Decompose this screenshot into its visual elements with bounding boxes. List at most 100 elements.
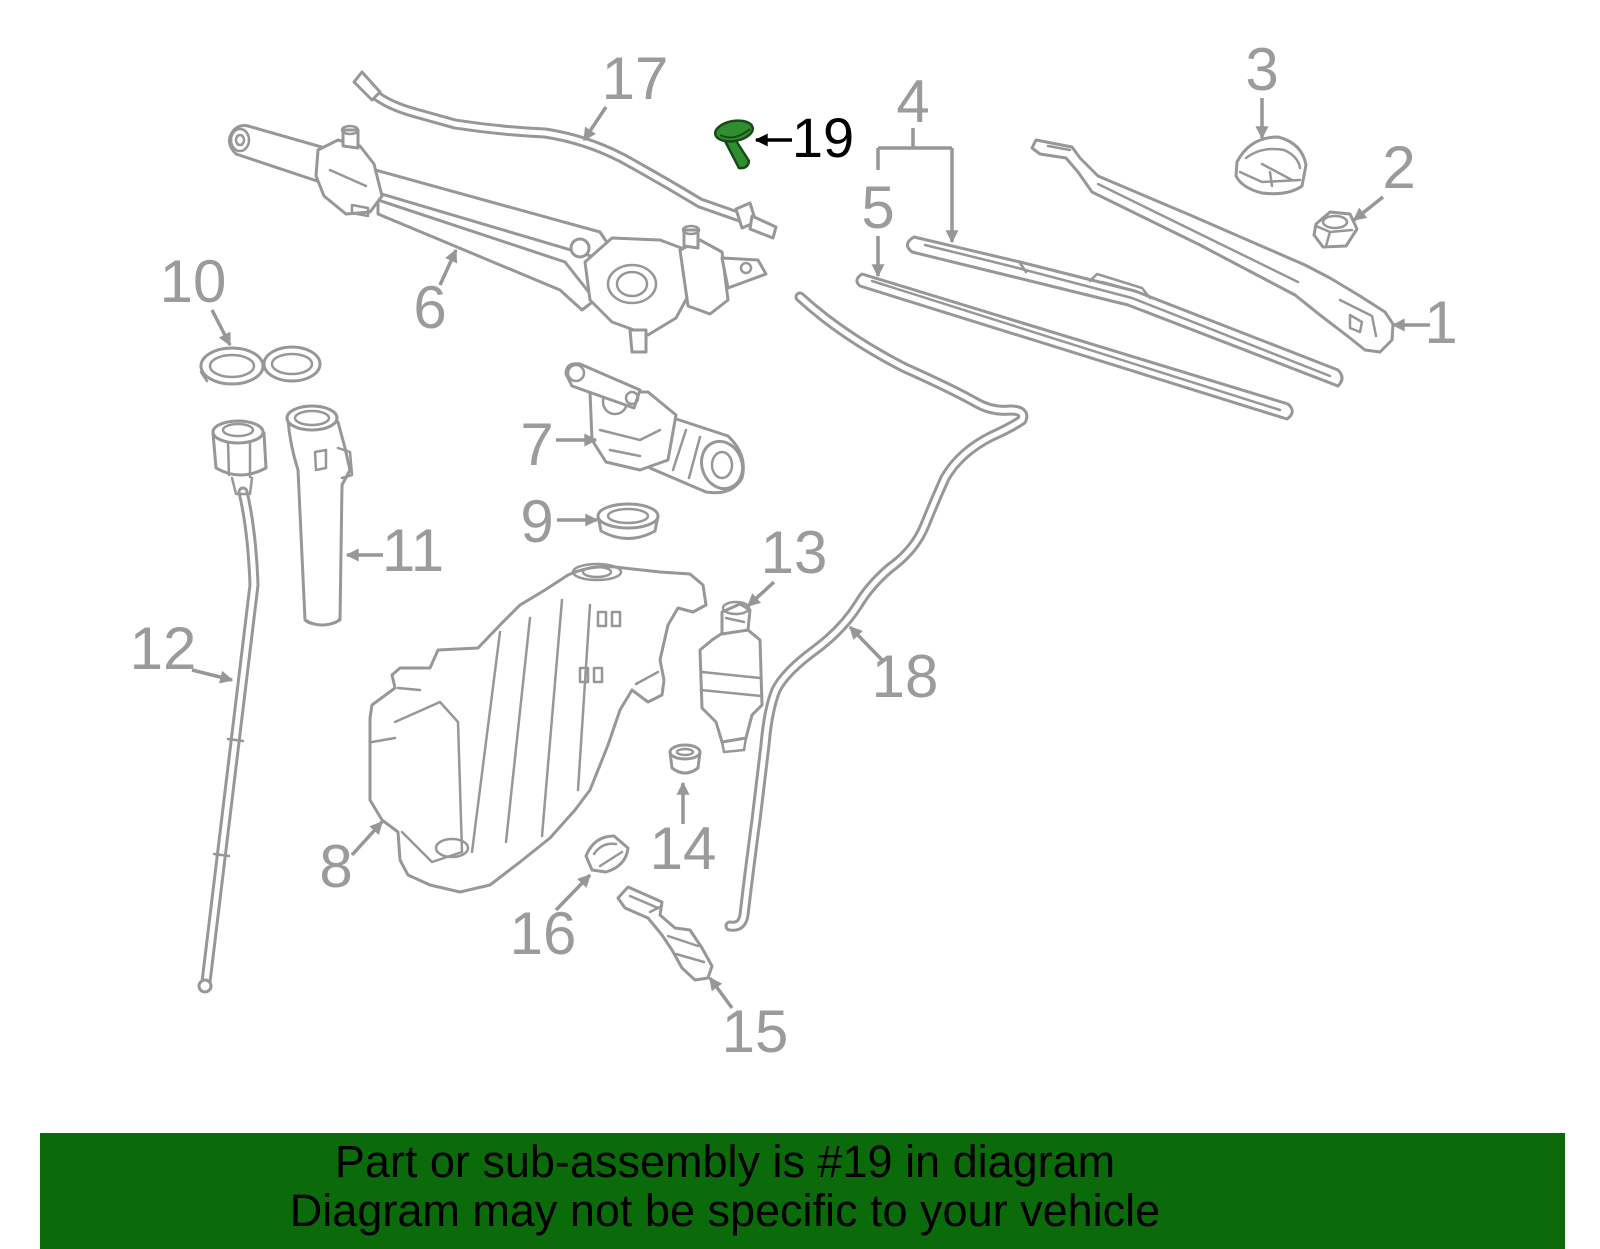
callout-16: 16 <box>510 900 577 967</box>
callout-9: 9 <box>520 488 553 555</box>
callout-8: 8 <box>319 833 352 900</box>
part-2-nut <box>1312 210 1359 249</box>
callout-18: 18 <box>872 643 939 710</box>
hose-18-inner <box>727 294 1026 929</box>
callout-labels: 1 2 3 4 5 6 7 8 9 10 11 12 13 14 15 16 1… <box>130 36 1458 1065</box>
part-10-seals <box>199 345 322 386</box>
leader-arrow-8 <box>350 820 384 857</box>
callout-3: 3 <box>1245 36 1278 103</box>
rod-12-inner <box>203 489 257 985</box>
pump-detail <box>699 600 763 754</box>
linkage-lower-bar <box>376 198 597 312</box>
linkage-left-detail <box>328 124 370 218</box>
sensor-detail <box>628 894 706 964</box>
wiper-arm-detail <box>1046 144 1378 338</box>
linkage-bottom-stud <box>628 328 648 354</box>
callout-10: 10 <box>160 248 227 315</box>
refill-detail <box>870 279 1282 412</box>
callout-6: 6 <box>413 274 446 341</box>
reservoir-body <box>368 565 708 894</box>
cap-detail <box>1238 147 1302 188</box>
clip-19-detail <box>719 128 751 139</box>
part-18-washer-hose <box>724 291 1029 932</box>
part-12-level-rod <box>197 419 268 994</box>
linkage-right-pivot <box>678 238 730 316</box>
info-banner: Part or sub-assembly is #19 in diagram D… <box>40 1133 1565 1249</box>
rod-12-cap-detail <box>221 422 255 496</box>
part-16-plug <box>584 834 630 874</box>
reservoir-detail <box>370 562 660 864</box>
hose-17-nozzle <box>748 214 778 240</box>
callout-7: 7 <box>520 411 553 478</box>
leader-arrows <box>191 98 1430 1010</box>
leader-arrow-13 <box>746 580 776 608</box>
hose-18-outer <box>724 291 1029 932</box>
callout-12: 12 <box>130 615 197 682</box>
leader-bracket-4 <box>876 128 952 170</box>
hose-17-left-fitting <box>352 70 382 102</box>
callout-5: 5 <box>861 174 894 241</box>
leader-arrow-12 <box>191 668 234 684</box>
hose-17-inner <box>369 89 743 220</box>
grommet-9-hole <box>606 507 650 525</box>
leader-arrow-16 <box>554 873 592 912</box>
plug-detail <box>592 842 624 868</box>
blade-detail <box>923 243 1332 378</box>
part-8-washer-reservoir <box>368 562 708 894</box>
part-17-washer-hose <box>352 70 778 240</box>
banner-line-disclaimer: Diagram may not be specific to your vehi… <box>289 1185 1161 1236</box>
part-6-wiper-linkage <box>228 124 768 354</box>
linkage-ball-joint <box>569 237 591 259</box>
part-15-level-sensor <box>616 885 714 982</box>
part-14-pump-grommet <box>668 743 702 775</box>
rod-12-end <box>197 978 213 994</box>
rod-12-bands <box>212 737 245 858</box>
part-7-wiper-motor <box>564 362 745 495</box>
plug-body <box>584 834 630 874</box>
linkage-mount-plate <box>583 236 696 337</box>
pump-body <box>698 628 764 744</box>
part-5-blade-refill <box>855 272 1294 421</box>
callout-4: 4 <box>896 68 929 135</box>
leader-arrow-17 <box>582 106 608 142</box>
filler-neck-detail <box>293 409 354 627</box>
part-3-arm-cap <box>1234 135 1308 196</box>
nut-detail <box>1314 214 1354 248</box>
banner-text: Part or sub-assembly is #19 in diagram D… <box>40 1137 1410 1235</box>
wiper-arm-body <box>1030 138 1395 354</box>
part-19-retainer-clip-highlighted <box>713 119 755 170</box>
sensor-body <box>616 885 714 982</box>
banner-line-part-reference: Part or sub-assembly is #19 in diagram <box>334 1136 1116 1187</box>
callout-19-highlighted: 19 <box>792 106 854 169</box>
leader-arrow-2 <box>1352 195 1385 222</box>
part-4-wiper-blade <box>906 235 1344 388</box>
part-1-wiper-arm <box>1030 138 1395 354</box>
callout-13: 13 <box>761 519 828 586</box>
rod-12-cap-body <box>211 431 268 477</box>
linkage-right-detail <box>681 224 753 275</box>
callout-14: 14 <box>650 815 717 882</box>
part-13-washer-pump <box>698 600 764 754</box>
linkage-left-tube-end <box>229 127 251 153</box>
callout-17: 17 <box>602 45 669 112</box>
leader-arrow-6 <box>438 248 458 286</box>
grommet-14-top <box>668 743 702 761</box>
part-11-filler-neck <box>285 404 354 627</box>
clip-19-stem <box>723 134 751 170</box>
callout-1: 1 <box>1424 289 1457 356</box>
callout-2: 2 <box>1382 134 1415 201</box>
callout-11: 11 <box>382 517 444 584</box>
seal-detail <box>199 352 314 383</box>
callout-15: 15 <box>722 998 789 1065</box>
linkage-left-pivot <box>314 138 384 216</box>
leader-arrow-10 <box>210 309 232 347</box>
part-9-grommet <box>596 502 660 540</box>
leader-arrow-15 <box>708 976 734 1010</box>
blade-body <box>906 235 1344 388</box>
crank-detail <box>566 363 640 406</box>
grommet-14-hole <box>675 747 695 757</box>
motor-detail <box>671 428 734 480</box>
motor-end-cap <box>699 439 745 491</box>
leader-arrow-18 <box>848 625 886 664</box>
